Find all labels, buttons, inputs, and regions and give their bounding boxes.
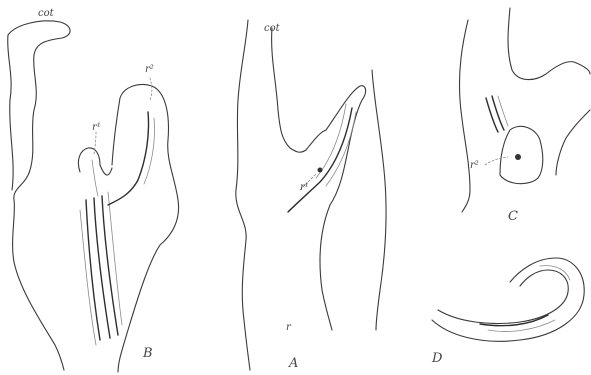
- figure-c-pointer: [485, 157, 508, 165]
- figure-a-root-outline: [326, 86, 366, 205]
- figure-c-upper-outline: [508, 8, 590, 80]
- figure-b-root2-outline: [112, 85, 179, 246]
- figure-b-label-r2: r²: [145, 64, 154, 75]
- figure-a-lower-outline: [320, 205, 332, 330]
- figure-a-left-outline: [236, 20, 250, 370]
- figure-a-inner-outline: [272, 28, 326, 152]
- figure-b-panel-letter: B: [142, 346, 153, 361]
- figure-d-panel-letter: D: [431, 351, 443, 366]
- figure-c-apex-mark: [515, 154, 521, 160]
- figure-a-label-cot: cot: [264, 23, 281, 34]
- figure-b-pointer: [150, 78, 152, 100]
- figure-a-label-r: r: [286, 322, 292, 333]
- figure-b-vascular: [92, 160, 98, 196]
- figure-b-right-lower: [118, 245, 160, 372]
- figure-a-apex-mark: [318, 168, 323, 173]
- figure-a-vascular: [288, 108, 352, 212]
- figure-b-notch-outline: [78, 148, 112, 175]
- figure-c-vascular: [492, 96, 504, 130]
- figure-d-outer-curve: [432, 258, 584, 341]
- figure-b-vascular: [108, 112, 149, 205]
- figure-c-root-tip: [500, 126, 543, 183]
- figure-c-label-r2: r²: [470, 160, 479, 171]
- figure-c-panel-letter: C: [508, 209, 518, 224]
- figure-c: [459, 8, 590, 212]
- figure-c-right-outline: [556, 110, 590, 175]
- figure-a-panel-letter: A: [288, 356, 298, 371]
- figure-d-inner-curve: [438, 270, 568, 324]
- figure-b-strand: [86, 200, 100, 340]
- figure-b-label-r1: r¹: [92, 122, 101, 133]
- figure-b-outer-outline: [8, 21, 70, 370]
- figure-b-strand: [108, 192, 122, 325]
- figure-d-vascular: [480, 315, 548, 326]
- figure-a-right-outline: [372, 70, 386, 330]
- figure-a-label-r1: r¹: [300, 182, 309, 193]
- figure-a: [236, 20, 386, 370]
- figure-b-left-inner: [8, 35, 13, 190]
- figure-c-vascular: [498, 96, 508, 126]
- figure-b-label-cot: cot: [38, 8, 55, 19]
- figure-c-vascular: [486, 98, 498, 132]
- figure-c-left-outline: [459, 20, 470, 212]
- figure-d: [432, 258, 584, 341]
